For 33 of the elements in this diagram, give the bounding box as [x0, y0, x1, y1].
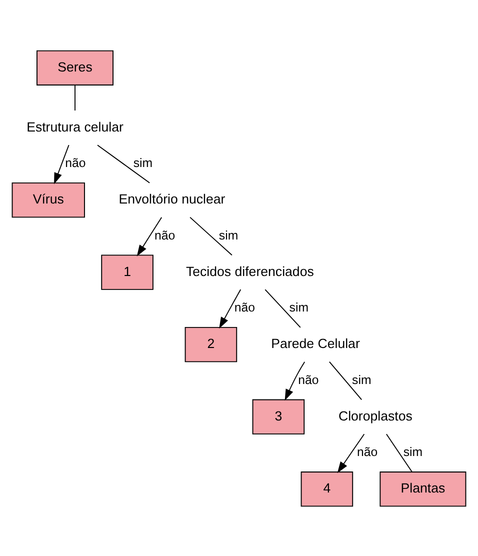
edge-label: não	[298, 372, 319, 386]
arrow	[54, 144, 70, 184]
edge-label: sim	[133, 156, 153, 170]
connector	[328, 360, 362, 400]
node-box: 4	[300, 471, 354, 506]
connector	[190, 216, 232, 256]
node-box: 1	[101, 254, 154, 290]
node-box: Plantas	[380, 471, 466, 506]
node-box: 2	[184, 326, 238, 362]
edge-label: sim	[403, 444, 423, 459]
node-text: Parede Celular	[271, 336, 360, 351]
arrow	[219, 288, 242, 328]
arrow	[284, 360, 306, 400]
node-text: Cloroplastos	[338, 408, 412, 423]
edge-label: sim	[352, 372, 372, 386]
node-box: 3	[252, 398, 305, 434]
arrow	[136, 216, 162, 256]
connector	[386, 433, 412, 472]
connector	[264, 288, 301, 328]
connector	[97, 144, 150, 183]
node-text: Tecidos diferenciados	[186, 263, 314, 278]
edge-label: não	[234, 300, 256, 314]
edge-label: não	[154, 228, 176, 242]
node-text: Envoltório nuclear	[118, 191, 226, 206]
edge-label: sim	[218, 228, 238, 242]
arrow	[337, 433, 365, 473]
node-text: Estrutura celular	[26, 118, 124, 134]
edge-label: não	[65, 156, 86, 170]
node-box: Vírus	[12, 182, 85, 218]
edge-label: sim	[289, 300, 308, 314]
edge-label: não	[357, 444, 378, 459]
node-box: Seres	[36, 50, 114, 85]
connector	[74, 84, 76, 111]
